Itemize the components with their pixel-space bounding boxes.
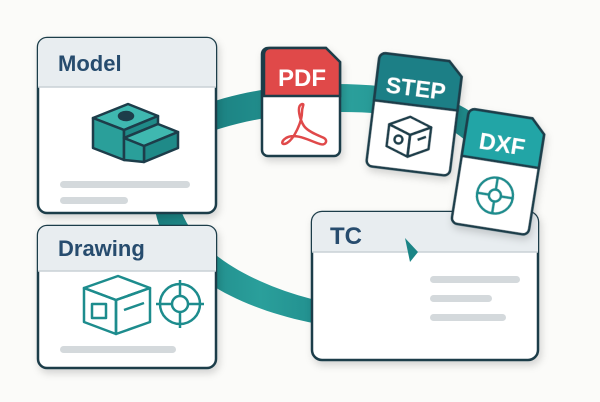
tc-placeholder-line-3 xyxy=(430,314,506,321)
dxf-file: DXF xyxy=(450,108,546,236)
circle-section-icon xyxy=(156,280,204,328)
step-file: STEP xyxy=(365,52,463,177)
model-placeholder-line-1 xyxy=(60,181,190,188)
drawing-card-title: Drawing xyxy=(58,236,145,261)
drawing-placeholder-line xyxy=(60,346,176,353)
pdf-file xyxy=(260,46,342,158)
acrobat-icon xyxy=(281,102,328,146)
tc-placeholder-line-1 xyxy=(430,276,520,283)
tc-placeholder-line-2 xyxy=(430,295,492,302)
tc-card-title: TC xyxy=(330,223,362,250)
loop-arrow-tip xyxy=(405,238,418,262)
loop-upper-arc xyxy=(195,84,509,262)
model-card-title: Model xyxy=(58,51,122,76)
format-label-pdf: PDF xyxy=(278,65,326,92)
circle-section-icon xyxy=(475,176,515,215)
cad-block-icon xyxy=(91,102,180,164)
box-3d-icon xyxy=(385,115,433,158)
box-drawing-icon xyxy=(82,274,152,336)
model-placeholder-line-2 xyxy=(60,197,128,204)
